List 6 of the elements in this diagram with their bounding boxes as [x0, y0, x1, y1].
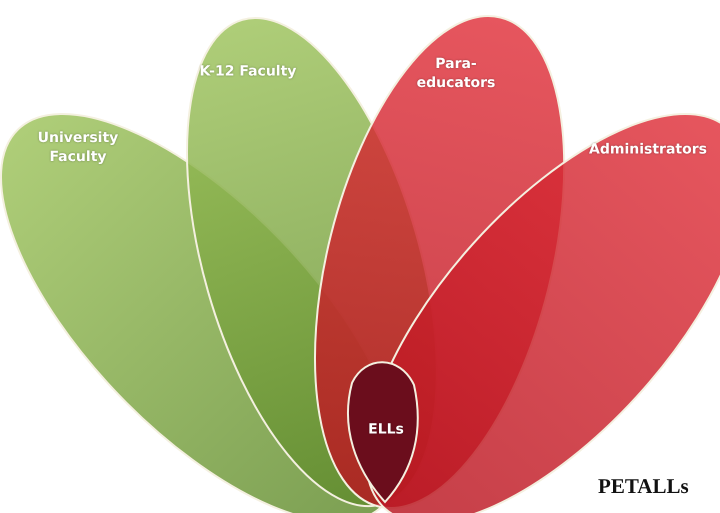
diagram-title: PETALLs: [598, 474, 689, 499]
petal-label: University Faculty: [36, 128, 120, 167]
petal-label: Para-educators: [416, 54, 496, 93]
petal-label: ELLs: [367, 420, 405, 440]
petal-label: Administrators: [588, 140, 708, 160]
petal-label: K-12 Faculty: [198, 62, 298, 82]
